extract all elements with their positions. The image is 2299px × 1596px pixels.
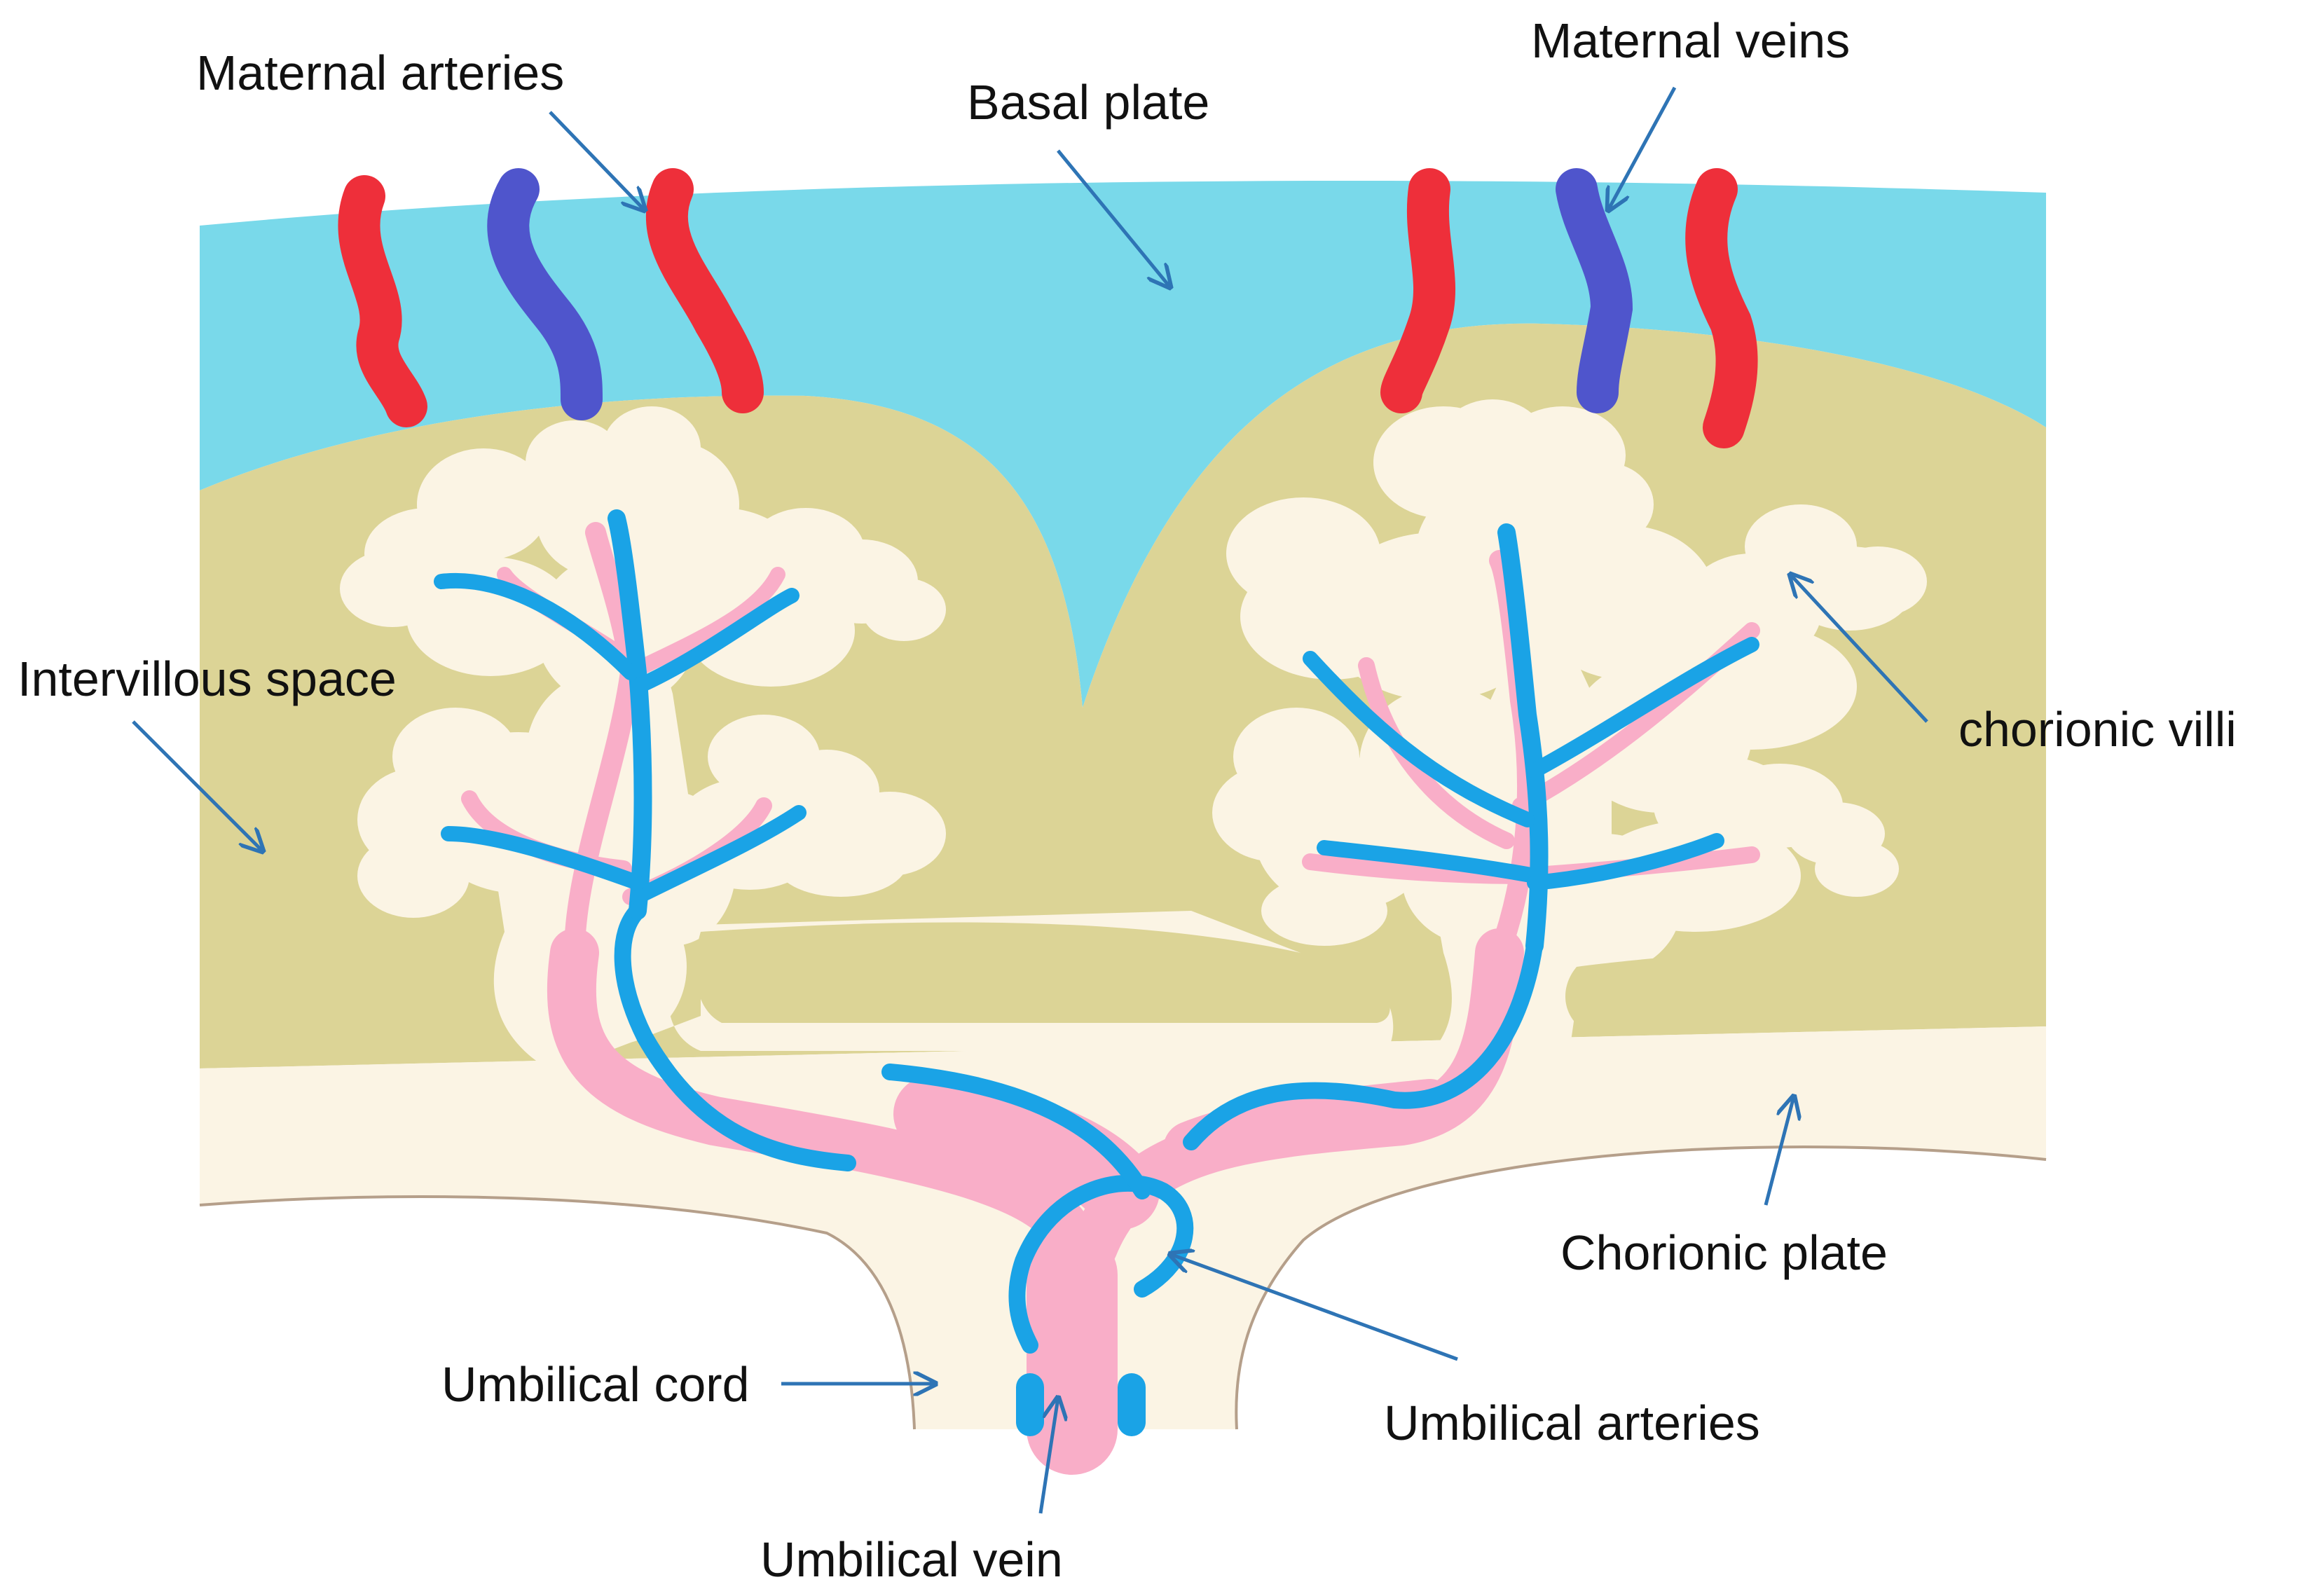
label-chorionic-plate: Chorionic plate (1560, 1225, 1888, 1280)
umbilical-vein (434, 509, 1759, 1436)
maternal-artery-1 (338, 175, 427, 427)
arrow-umbilical-arteries (1170, 1254, 1458, 1361)
label-basal-plate: Basal plate (967, 75, 1209, 130)
right-olive-pocket (1565, 942, 2046, 1030)
maternal-artery-2 (645, 168, 764, 413)
basal-plate-region (200, 181, 2046, 708)
maternal-vein-1 (487, 168, 603, 420)
maternal-artery-4 (1685, 168, 1758, 448)
maternal-arteries-vessels (338, 168, 1758, 448)
label-intervillous-space: Intervillous space (18, 652, 397, 706)
maternal-veins-vessels (487, 168, 1633, 420)
arrow-maternal-veins (1608, 86, 1677, 210)
arrow-chorionic-villi (1790, 575, 1928, 723)
maternal-vein-2 (1556, 168, 1633, 413)
arrow-maternal-arteries (549, 111, 645, 210)
label-umbilical-cord: Umbilical cord (441, 1357, 750, 1412)
arrow-chorionic-plate (1764, 1096, 1794, 1206)
maternal-artery-3 (1380, 168, 1456, 413)
arrow-umbilical-vein (1038, 1398, 1058, 1514)
label-maternal-arteries: Maternal arteries (196, 46, 564, 100)
chorionic-plate-outline (199, 1146, 2047, 1430)
label-maternal-veins: Maternal veins (1531, 13, 1850, 68)
pointer-arrows (132, 86, 1928, 1514)
left-olive-pocket (695, 922, 1390, 1023)
label-chorionic-villi: chorionic villi (1958, 702, 2237, 757)
label-umbilical-arteries: Umbilical arteries (1384, 1396, 1760, 1450)
arrow-basal-plate (1057, 149, 1170, 287)
arrow-intervillous-space (132, 720, 263, 851)
label-umbilical-vein: Umbilical vein (760, 1532, 1063, 1587)
